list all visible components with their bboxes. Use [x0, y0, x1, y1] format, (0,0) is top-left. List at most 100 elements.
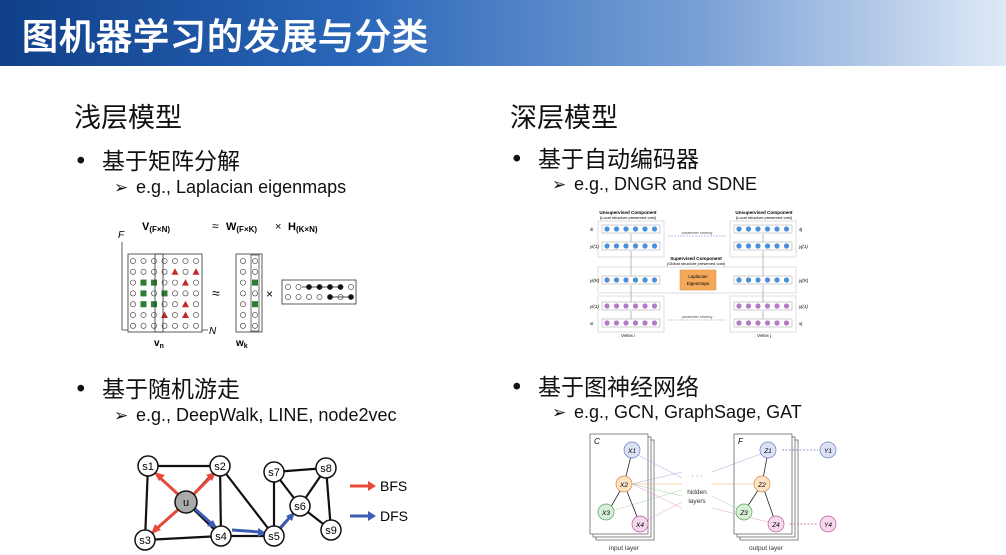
- svg-text:xi: xi: [589, 321, 594, 326]
- ae-left-labels: x̂i yi(1) yi(K) yi(1) xi: [589, 227, 600, 326]
- empty-circle-mark: [151, 312, 157, 318]
- svg-text:Y4: Y4: [824, 522, 832, 529]
- arrow-bullet-icon: ➢: [114, 406, 129, 425]
- empty-circle-mark: [193, 290, 199, 297]
- empty-circle-mark: [172, 290, 178, 297]
- ae-node: [613, 243, 620, 249]
- svg-text:Z1: Z1: [763, 448, 772, 455]
- ae-layer-box: [601, 318, 661, 328]
- ae-node: [755, 320, 761, 326]
- ae-layer-box: [733, 224, 793, 234]
- ae-node: [613, 303, 620, 309]
- gnn-label-nodes: Y1 Y4: [819, 441, 837, 533]
- ae-node: [632, 303, 639, 309]
- svg-text:x̂j: x̂j: [798, 227, 803, 232]
- approx-symbol: ≈: [212, 219, 219, 233]
- example-text: e.g., GCN, GraphSage, GAT: [574, 402, 802, 422]
- example-gnn: ➢ e.g., GCN, GraphSage, GAT: [552, 402, 802, 423]
- ae-node: [623, 277, 629, 283]
- ae-node: [783, 303, 790, 309]
- deep-models-title: 深层模型: [510, 103, 618, 134]
- empty-circle-mark: [151, 290, 157, 297]
- ae-node: [604, 320, 610, 326]
- ae-node: [623, 243, 629, 249]
- axis-n-label: N: [209, 326, 217, 337]
- svg-text:yi(K): yi(K): [589, 278, 600, 283]
- svg-text:s9: s9: [325, 525, 337, 537]
- w-matrix-box: [235, 253, 263, 333]
- hidden-label-1: hidden: [687, 489, 707, 496]
- sup-panel: [597, 266, 797, 294]
- ae-node: [604, 243, 610, 249]
- bullet-label: 基于随机游走: [102, 377, 240, 403]
- ae-node: [651, 277, 658, 283]
- title-bar: 图机器学习的发展与分类: [0, 0, 1006, 66]
- svg-text:yj(1): yj(1): [798, 244, 808, 249]
- svg-text:s8: s8: [320, 463, 332, 475]
- ae-node: [632, 226, 639, 232]
- ae-layer-box: [601, 275, 661, 285]
- dfs-arrows: [193, 506, 295, 537]
- page-title: 图机器学习的发展与分类: [22, 17, 430, 58]
- bullet-dot: •: [510, 147, 524, 173]
- svg-text:X2: X2: [619, 482, 628, 489]
- empty-circle-mark: [193, 312, 199, 318]
- ae-node: [613, 277, 620, 283]
- svg-text:yi(1): yi(1): [589, 244, 599, 249]
- red-triangle-mark: [192, 268, 200, 275]
- ae-node: [783, 320, 790, 326]
- empty-circle-mark: [252, 290, 258, 297]
- gnn-figure: C F X1 X2 X3 X4 Z1 Z2: [589, 433, 837, 552]
- bullet-label: 基于图神经网络: [538, 375, 699, 401]
- empty-circle-mark: [130, 290, 136, 297]
- h-cell-mark: [285, 294, 291, 300]
- ae-right-labels: x̂j yj(1) yj(K) yj(1) xj: [798, 227, 809, 326]
- laplacian-box: [679, 269, 717, 291]
- param-share-bottom-text: parameter sharing: [682, 315, 713, 319]
- ae-node: [736, 320, 742, 326]
- ae-node: [764, 243, 771, 249]
- unsup-right-sub: (Local structure preserved cost): [736, 215, 793, 220]
- vertex-i-label: Vertex i: [621, 333, 635, 338]
- ae-node: [736, 226, 742, 232]
- green-square-mark: [140, 301, 147, 308]
- ae-node: [774, 303, 780, 309]
- arrow-bullet-icon: ➢: [552, 175, 567, 194]
- empty-circle-mark: [240, 258, 246, 264]
- ae-node: [736, 243, 742, 249]
- green-square-mark: [161, 290, 168, 297]
- example-autoencoder: ➢ e.g., DNGR and SDNE: [552, 174, 757, 195]
- approx-symbol-mid: ≈: [212, 285, 220, 301]
- empty-circle-mark: [252, 268, 258, 275]
- svg-text:Z2: Z2: [757, 482, 766, 489]
- ae-node-rows: [601, 224, 793, 328]
- green-square-mark: [151, 279, 157, 286]
- example-text: e.g., DNGR and SDNE: [574, 174, 758, 194]
- ae-layer-box: [733, 275, 793, 285]
- ae-node: [755, 303, 761, 309]
- vn-label: vn: [154, 338, 164, 350]
- matrix-factorization-figure: V(F×N) ≈ W(F×K) × H(K×N) F N vn ≈ wk ×: [118, 219, 357, 350]
- empty-circle-mark: [240, 268, 246, 275]
- h-cell-mark: [295, 284, 302, 290]
- gnn-output-nodes: Z1 Z2 Z3 Z4: [735, 441, 785, 533]
- empty-circle-mark: [193, 301, 199, 308]
- v-matrix-label: V(F×N): [142, 221, 170, 234]
- svg-text:s7: s7: [268, 467, 280, 479]
- example-matrix-factorization: ➢e.g., Laplacian eigenmaps: [114, 177, 346, 198]
- example-random-walk: ➢e.g., DeepWalk, LINE, node2vec: [114, 405, 396, 426]
- empty-circle-mark: [172, 312, 178, 318]
- input-layer-label: input layer: [609, 545, 640, 552]
- h-cell-mark: [316, 294, 323, 300]
- bullet-dot: •: [510, 375, 524, 401]
- hidden-label-2: layers: [688, 498, 706, 505]
- arrow-bullet-icon: ➢: [552, 403, 567, 422]
- ae-node: [755, 277, 761, 283]
- empty-circle-mark: [172, 322, 178, 329]
- green-square-mark: [252, 279, 258, 286]
- param-share-top-text: parameter sharing: [682, 231, 713, 235]
- ae-node: [783, 277, 790, 283]
- svg-text:s2: s2: [214, 461, 226, 473]
- svg-text:yj(K): yj(K): [798, 278, 809, 283]
- ae-node: [755, 226, 761, 232]
